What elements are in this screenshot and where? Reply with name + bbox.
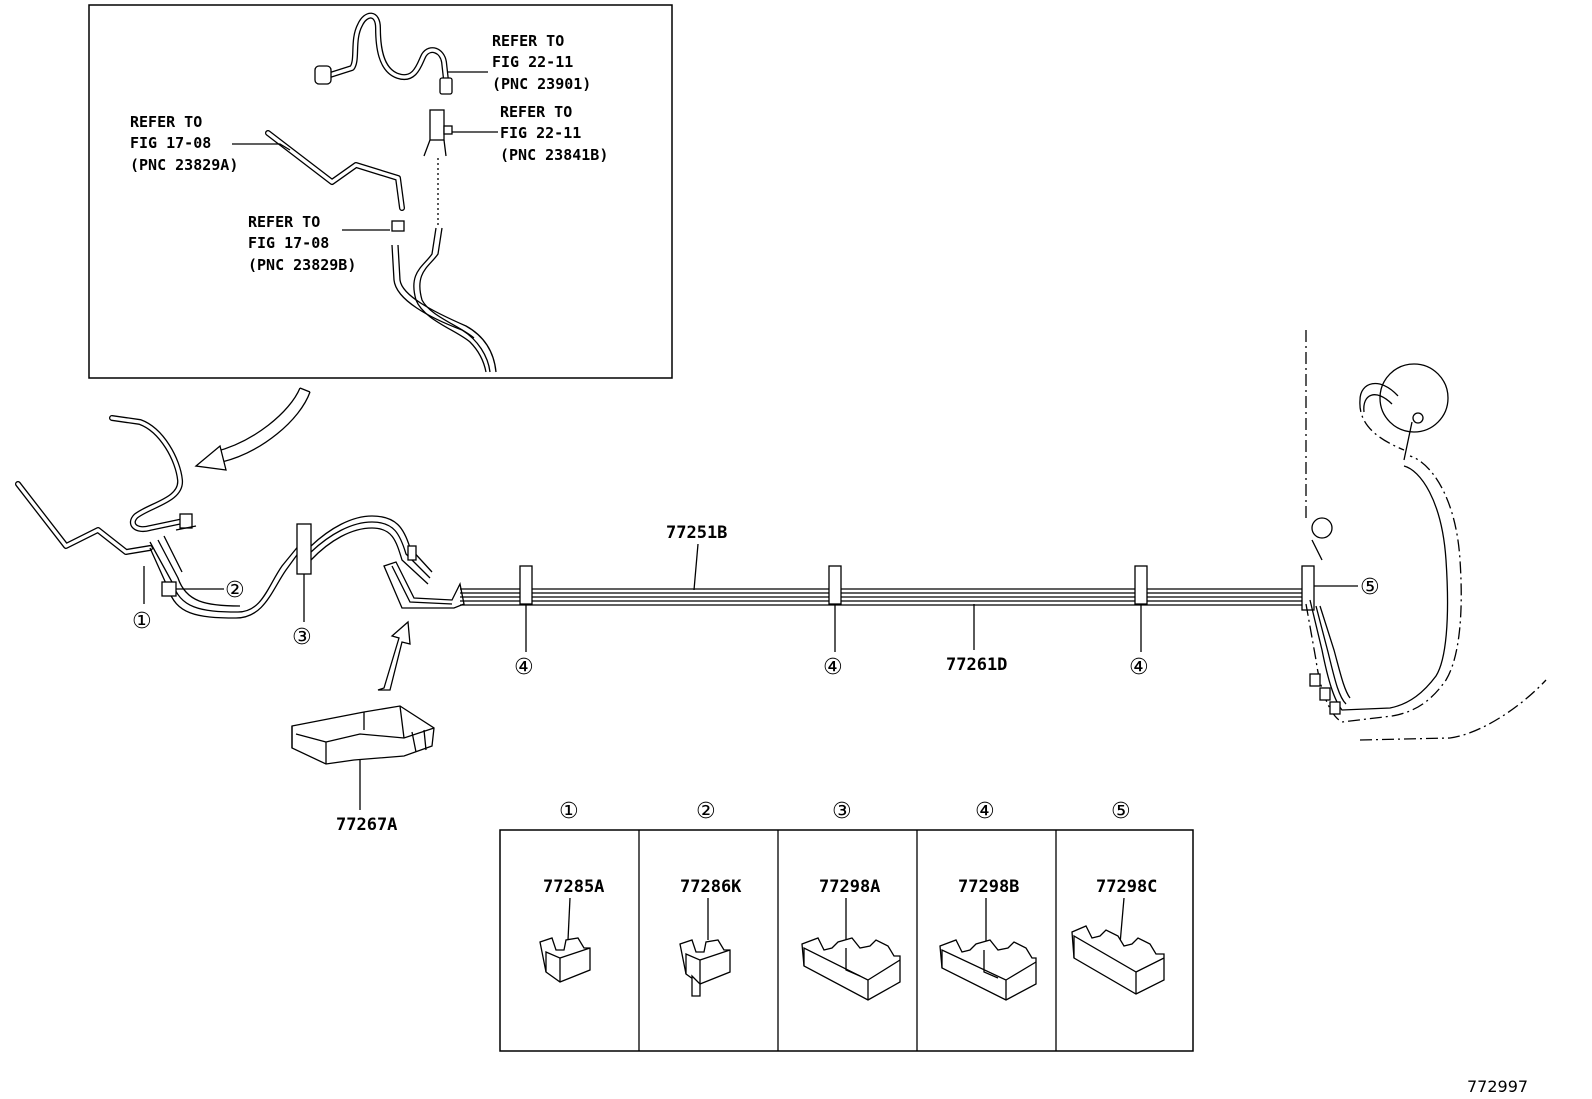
- callout-4b: ④: [823, 655, 843, 680]
- ref-23829b-line1: REFER TO: [248, 213, 320, 231]
- clip-part-77298c: 77298C: [1096, 877, 1157, 897]
- svg-text:REFER TO: REFER TO: [500, 103, 572, 121]
- ref-23829a-line2: FIG 17-08: [130, 134, 211, 152]
- svg-text:FIG 22-11: FIG 22-11: [492, 53, 573, 71]
- callout-4c: ④: [1129, 655, 1149, 680]
- svg-text:REFER TO: REFER TO: [492, 32, 564, 50]
- clip-table: ① ② ③ ④ ⑤ 77285A 77286K 77298A 77298B 77…: [499, 799, 1194, 1052]
- pointer-arrows: [194, 387, 411, 691]
- ref-23841b-line2: FIG 22-11: [500, 124, 581, 142]
- protector-77267a: [291, 705, 435, 810]
- callout-4a: ④: [514, 655, 534, 680]
- clip-part-77298a: 77298A: [819, 877, 880, 897]
- clip-77298a-drawing: [801, 898, 901, 1001]
- clip-77286k-drawing: [679, 898, 731, 997]
- ref-23829b-line3: (PNC 23829B): [248, 256, 356, 274]
- callout-5: ⑤: [1360, 575, 1380, 600]
- callout-1: ①: [132, 609, 152, 634]
- clip-col-1-num: ①: [559, 799, 579, 824]
- ref-23829a-line1: REFER TO: [130, 113, 202, 131]
- callouts: ① ② ③ ④ ④ ④ ⑤ 77251B 77261D 77267A: [132, 523, 1380, 835]
- fuel-tube-assembly: [15, 330, 1547, 741]
- clip-part-77285a: 77285A: [543, 877, 604, 897]
- clip-col-3-num: ③: [832, 799, 852, 824]
- clip-77298c-drawing: [1071, 897, 1165, 995]
- part-77267a: 77267A: [336, 815, 397, 835]
- ref-23901-line1: REFER TO: [492, 32, 564, 50]
- ref-23829a-line3: (PNC 23829A): [130, 156, 238, 174]
- clip-col-2-num: ②: [696, 799, 716, 824]
- clip-col-5-num: ⑤: [1111, 799, 1131, 824]
- inset-detail: REFER TO FIG 22-11 (PNC 23901) REFER TO …: [88, 4, 673, 379]
- svg-text:FIG 22-11: FIG 22-11: [500, 124, 581, 142]
- svg-text:FIG 17-08: FIG 17-08: [130, 134, 211, 152]
- svg-text:(PNC 23901): (PNC 23901): [492, 75, 591, 93]
- clip-part-77298b: 77298B: [958, 877, 1019, 897]
- ref-23841b-line3: (PNC 23841B): [500, 146, 608, 164]
- svg-text:FIG 17-08: FIG 17-08: [248, 234, 329, 252]
- part-77261d: 77261D: [946, 655, 1007, 675]
- svg-text:REFER TO: REFER TO: [130, 113, 202, 131]
- svg-text:(PNC 23829A): (PNC 23829A): [130, 156, 238, 174]
- ref-23901-line3: (PNC 23901): [492, 75, 591, 93]
- callout-2: ②: [225, 578, 245, 603]
- svg-text:REFER TO: REFER TO: [248, 213, 320, 231]
- clip-part-77286k: 77286K: [680, 877, 742, 897]
- part-77251b: 77251B: [666, 523, 727, 543]
- ref-23901-line2: FIG 22-11: [492, 53, 573, 71]
- clip-77298b-drawing: [939, 898, 1037, 1001]
- clip-col-4-num: ④: [975, 799, 995, 824]
- svg-text:(PNC 23841B): (PNC 23841B): [500, 146, 608, 164]
- ref-23841b-line1: REFER TO: [500, 103, 572, 121]
- callout-3: ③: [292, 625, 312, 650]
- svg-text:(PNC 23829B): (PNC 23829B): [248, 256, 356, 274]
- figure-id: 772997: [1467, 1077, 1528, 1096]
- clip-77285a-drawing: [539, 897, 591, 983]
- ref-23829b-line2: FIG 17-08: [248, 234, 329, 252]
